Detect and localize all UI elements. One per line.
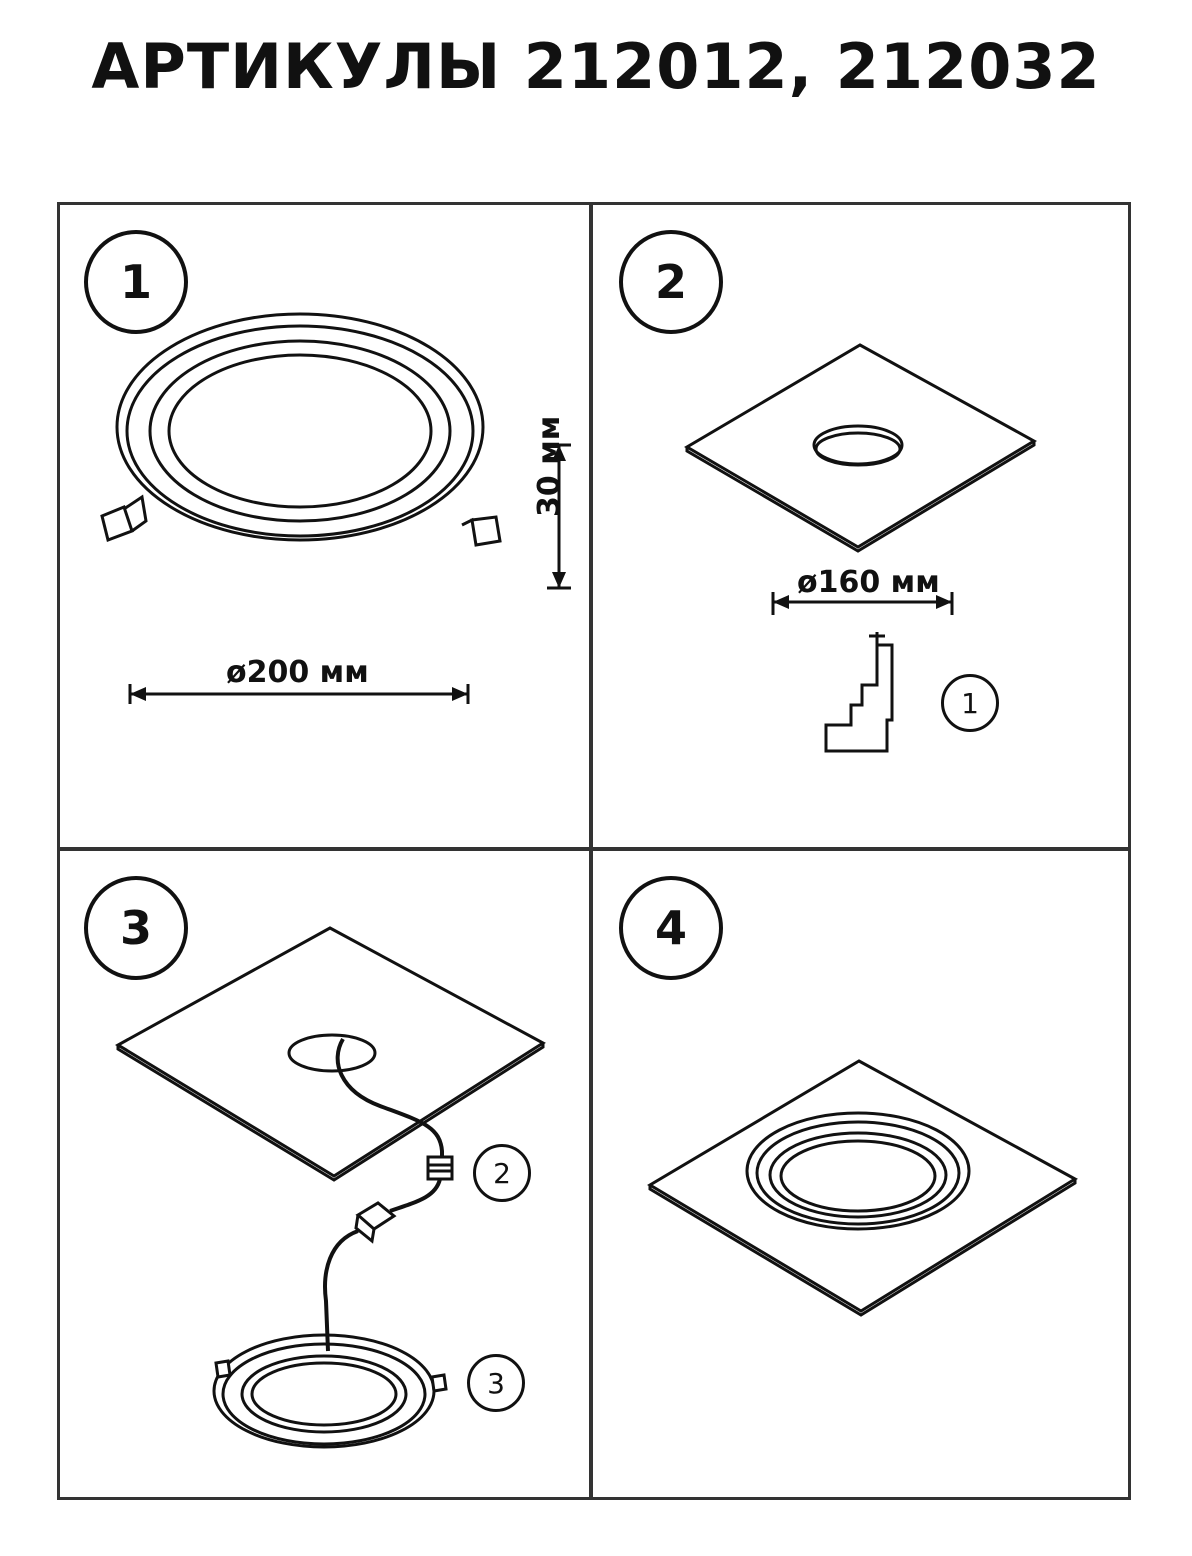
installed-light-diffuser-ring: [768, 1131, 948, 1219]
installed-light-diffuser: [779, 1139, 937, 1213]
step-2-panel: 2 ø160 мм 1: [590, 202, 1131, 850]
step-1-panel: 1 ø200 мм 30 мм: [57, 202, 592, 850]
page-title: АРТИКУЛЫ 212012, 212032: [91, 30, 1101, 103]
ceiling-plate: [684, 343, 1038, 549]
supply-cable: [335, 1037, 444, 1169]
ceiling-cutout-drawing: [684, 343, 1038, 753]
ceiling-plate: [115, 926, 546, 1178]
lamp-diffuser-ring: [240, 1354, 408, 1434]
step-3-badge: 3: [84, 876, 188, 980]
hole-saw-tool: [824, 643, 894, 753]
ceiling-plate: [647, 1059, 1078, 1313]
installed-light-rim: [745, 1111, 971, 1231]
light-outer-rim: [115, 312, 485, 542]
lamp-left-clip: [214, 1359, 232, 1379]
round-panel-light-dimension-drawing: [100, 312, 571, 704]
wiring-connection-drawing: [115, 926, 546, 1449]
step-1-badge: 1: [84, 230, 188, 334]
height-label: 30 мм: [532, 415, 567, 517]
lamp-outer-rim: [212, 1333, 436, 1449]
lamp-diffuser: [250, 1361, 398, 1427]
tool-callout: 1: [941, 674, 999, 732]
step-3-panel: 3 2 3: [57, 848, 592, 1500]
cutout-hole: [287, 1033, 377, 1073]
hole-diameter-label: ø160 мм: [797, 565, 940, 600]
step-4-badge: 4: [619, 876, 723, 980]
diameter-label: ø200 мм: [226, 655, 369, 690]
lamp-cable: [323, 1229, 359, 1352]
step-4-panel: 4: [590, 848, 1131, 1500]
installed-light-drawing: [647, 1059, 1078, 1317]
light-diffuser-ring: [148, 339, 452, 523]
connection-cable: [389, 1178, 442, 1213]
driver-box: [355, 1201, 397, 1231]
light-outer-rim-inner-edge: [125, 324, 475, 538]
light-diffuser: [167, 353, 433, 509]
right-spring-clip: [461, 515, 502, 547]
terminal-block: [426, 1155, 454, 1181]
lamp-callout: 3: [467, 1354, 525, 1412]
step-2-badge: 2: [619, 230, 723, 334]
left-spring-clip: [100, 494, 148, 542]
connector-callout: 2: [473, 1144, 531, 1202]
lamp-right-clip: [430, 1373, 448, 1393]
